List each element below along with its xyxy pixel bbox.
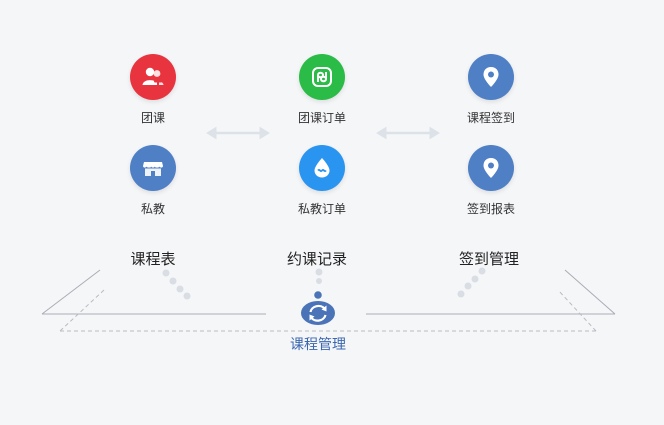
node-group-order[interactable]: 团课订单 (262, 54, 382, 126)
store-icon (130, 145, 176, 191)
dot-connector-left (162, 269, 191, 300)
node-class-checkin[interactable]: 课程签到 (431, 54, 551, 126)
node-label: 私教 (140, 202, 165, 216)
section-title-checkin-management[interactable]: 签到管理 (458, 250, 519, 268)
hub-label: 课程管理 (290, 337, 346, 353)
refresh-cycle-icon[interactable] (299, 289, 337, 327)
node-label: 课程签到 (466, 111, 515, 125)
node-label: 私教订单 (297, 202, 346, 216)
node-group-class[interactable]: 团课 (93, 54, 213, 126)
node-label: 团课订单 (297, 111, 346, 125)
group-order-icon (299, 54, 345, 100)
node-label: 签到报表 (466, 202, 515, 216)
water-drop-icon (299, 145, 345, 191)
group-people-icon (130, 54, 176, 100)
arrow-right-icon (376, 126, 440, 140)
location-pin-icon (468, 145, 514, 191)
base-outline-dashed (59, 289, 597, 332)
dot-connector-center (315, 268, 323, 284)
section-title-booking-records[interactable]: 约课记录 (286, 250, 347, 268)
location-pin-icon (468, 54, 514, 100)
node-label: 团课 (140, 111, 165, 125)
base-outline (41, 269, 616, 315)
arrow-left-icon (206, 126, 270, 140)
node-private-order[interactable]: 私教订单 (262, 145, 382, 217)
node-private-class[interactable]: 私教 (93, 145, 213, 217)
dot-connector-right (457, 267, 486, 298)
node-checkin-report[interactable]: 签到报表 (431, 145, 551, 217)
section-title-schedule[interactable]: 课程表 (130, 250, 176, 268)
